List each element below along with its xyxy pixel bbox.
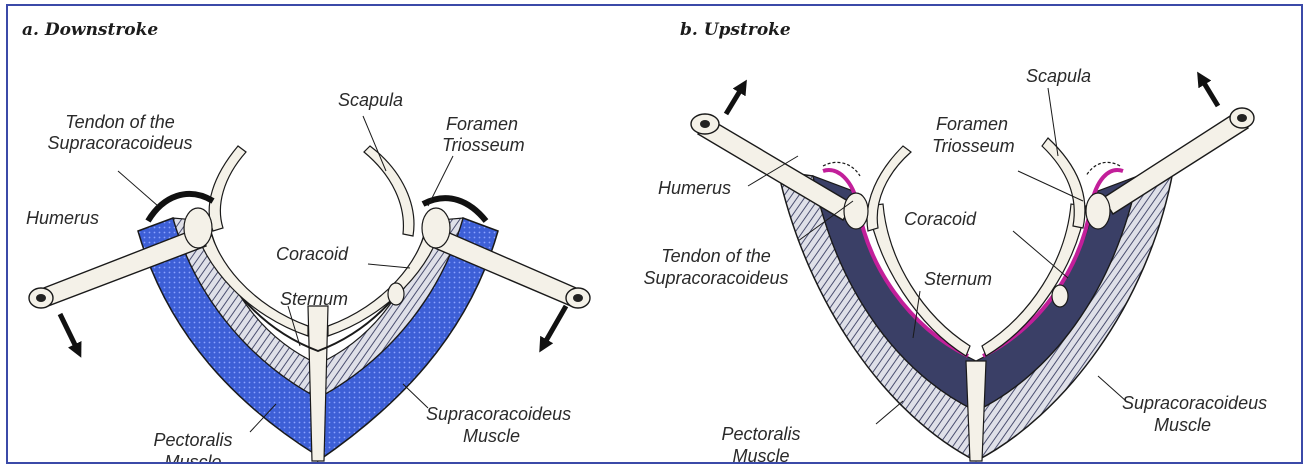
downstroke-label-supracoracoideus-line1: Supracoracoideus: [426, 404, 571, 425]
upstroke-sternum: [966, 361, 986, 461]
upstroke-label-tendon-line1: Tendon of the: [626, 246, 806, 267]
downstroke-arrow-right: [543, 306, 566, 346]
downstroke-scapula-right: [364, 146, 414, 236]
upstroke-label-pectoralis-line1: Pectoralis: [706, 424, 816, 445]
downstroke-label-tendon-line1: Tendon of the: [30, 112, 210, 133]
upstroke-label-foramen-line2: Triosseum: [932, 136, 1015, 157]
upstroke-label-supracoracoideus-line1: Supracoracoideus: [1122, 393, 1267, 414]
downstroke-label-sternum: Sternum: [280, 289, 348, 310]
downstroke-label-pectoralis-line2: Muscle: [138, 452, 248, 464]
downstroke-arrow-left: [60, 314, 78, 351]
upstroke-label-foramen-line1: Foramen: [936, 114, 1008, 135]
downstroke-label-supracoracoideus-line2: Muscle: [463, 426, 520, 447]
downstroke-label-humerus: Humerus: [26, 208, 99, 229]
upstroke-humerus-right: [1103, 111, 1248, 214]
downstroke-label-pectoralis-line1: Pectoralis: [138, 430, 248, 451]
upstroke-label-pectoralis-line2: Muscle: [706, 446, 816, 464]
upstroke-label-humerus: Humerus: [658, 178, 731, 199]
downstroke-scapula-left: [209, 146, 246, 231]
downstroke-label-coracoid: Coracoid: [276, 244, 348, 265]
upstroke-label-scapula: Scapula: [1026, 66, 1091, 87]
downstroke-label-foramen-line2: Triosseum: [442, 135, 525, 156]
upstroke-label-coracoid: Coracoid: [904, 209, 976, 230]
downstroke-label-scapula: Scapula: [338, 90, 403, 111]
downstroke-sternum: [308, 306, 328, 461]
upstroke-scapula-right: [1042, 138, 1085, 228]
upstroke-label-tendon-line2: Supracoracoideus: [626, 268, 806, 289]
downstroke-label-foramen-line1: Foramen: [446, 114, 518, 135]
upstroke-arrow-right: [1201, 78, 1218, 106]
upstroke-label-supracoracoideus-line2: Muscle: [1154, 415, 1211, 436]
upstroke-arrow-left: [726, 86, 743, 114]
downstroke-label-tendon-line2: Supracoracoideus: [30, 133, 210, 154]
figure-frame: a. Downstroke b. Upstroke: [6, 4, 1303, 464]
upstroke-label-sternum: Sternum: [924, 269, 992, 290]
wing-stroke-diagram: [8, 6, 1303, 464]
